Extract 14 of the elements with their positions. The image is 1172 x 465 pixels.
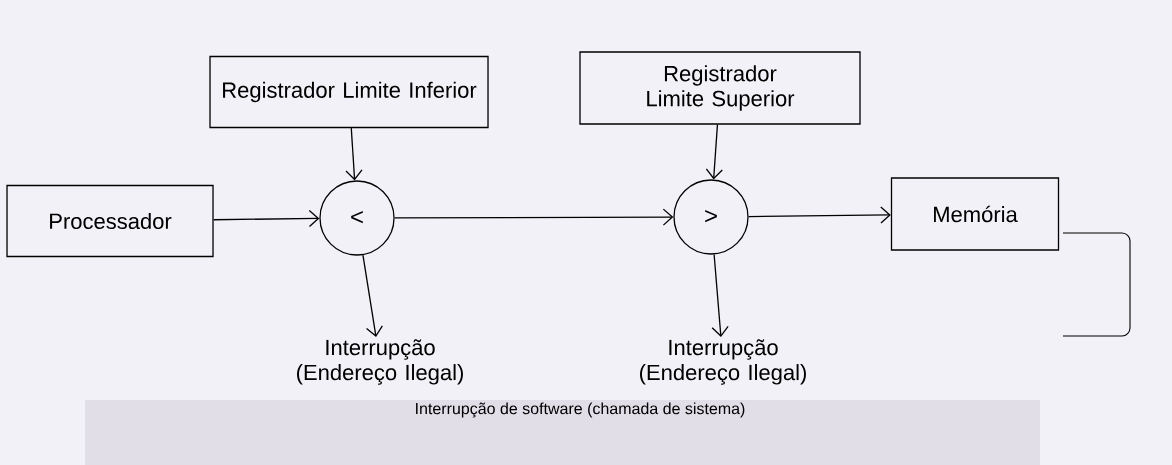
- arrow: [394, 208, 674, 226]
- arrow: [213, 209, 320, 228]
- arrow: [711, 253, 729, 338]
- process-box: Registrador Limite Inferior: [209, 55, 489, 129]
- arrow: [705, 124, 723, 180]
- arrow: [748, 206, 891, 224]
- process-box: Processador: [6, 184, 214, 258]
- interrupt-text: Interrupção (Endereço Ilegal): [297, 339, 463, 385]
- process-box: Registrador Limite Superior: [579, 51, 861, 125]
- caption-text: Interrupção de software (chamada de sistema): [416, 402, 745, 418]
- arrow: [362, 254, 383, 338]
- interrupt-text: Interrupção (Endereço Ilegal): [640, 339, 806, 385]
- arrow: [345, 127, 363, 181]
- process-box: Memória: [890, 177, 1060, 251]
